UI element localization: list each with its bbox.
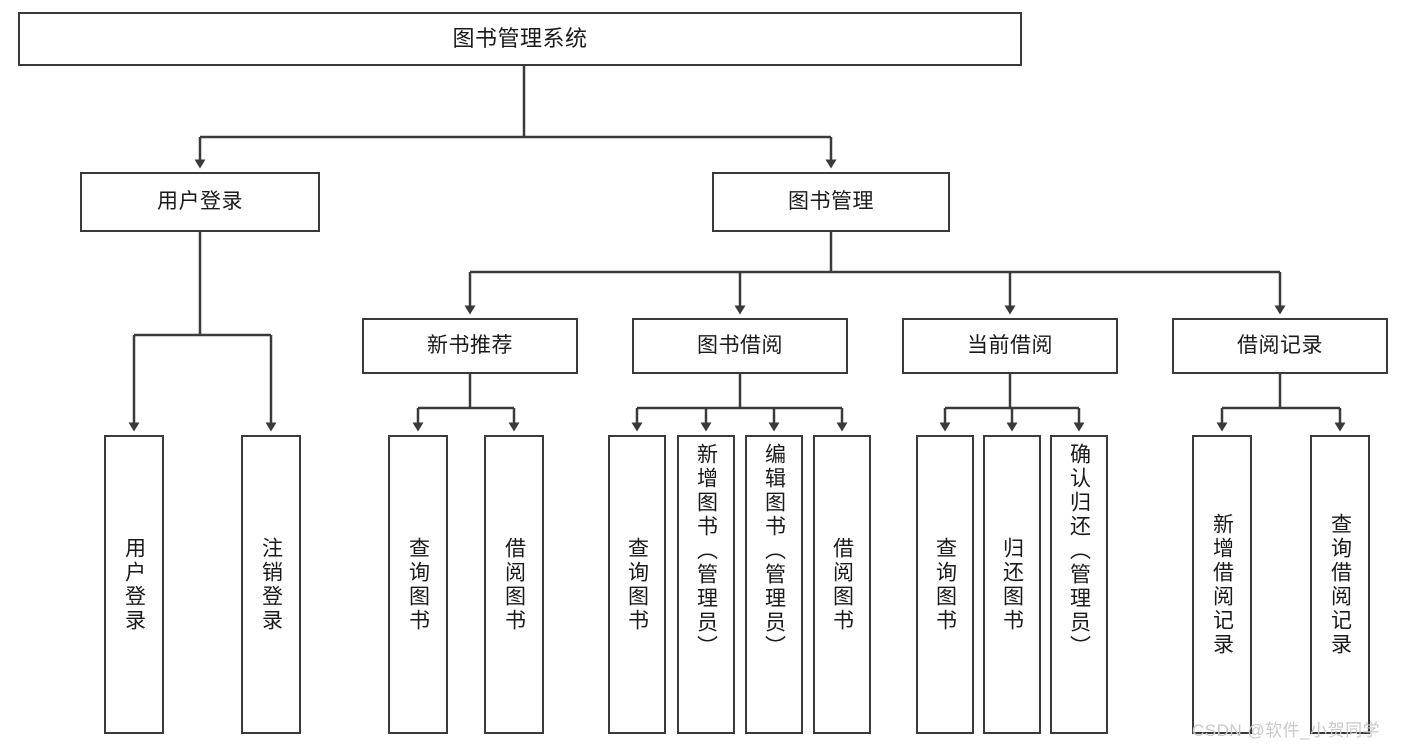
node-label: 查询图书 <box>625 536 649 633</box>
node-label: 归还图书 <box>1000 536 1024 633</box>
node-leaf-2: 查询图书 <box>388 435 448 734</box>
node-leaf-3: 借阅图书 <box>484 435 544 734</box>
node-leaf-12: 查询借阅记录 <box>1310 435 1370 734</box>
node-label: 图书管理 <box>788 190 874 214</box>
node-level2-3: 借阅记录 <box>1172 318 1388 374</box>
node-label: 查询图书 <box>933 536 957 633</box>
node-label: 借阅图书 <box>502 536 526 633</box>
node-leaf-10: 确认归还（管理员） <box>1050 435 1108 734</box>
node-leaf-9: 归还图书 <box>983 435 1041 734</box>
node-leaf-6: 编辑图书（管理员） <box>745 435 803 734</box>
node-label: 图书借阅 <box>697 334 783 358</box>
node-label: 新书推荐 <box>427 334 513 358</box>
node-level1-0: 用户登录 <box>80 172 320 232</box>
node-leaf-11: 新增借阅记录 <box>1192 435 1252 734</box>
node-leaf-4: 查询图书 <box>608 435 666 734</box>
node-level1-1: 图书管理 <box>712 172 950 232</box>
node-label: 新增图书（管理员） <box>694 443 718 659</box>
node-label: 用户登录 <box>157 190 243 214</box>
node-label: 编辑图书（管理员） <box>762 443 786 659</box>
node-level2-1: 图书借阅 <box>632 318 848 374</box>
node-root-system: 图书管理系统 <box>18 12 1022 66</box>
node-label: 用户登录 <box>122 536 146 633</box>
node-label: 确认归还（管理员） <box>1067 443 1091 659</box>
node-label: 借阅图书 <box>830 536 854 633</box>
node-label: 查询借阅记录 <box>1328 512 1352 657</box>
node-label: 注销登录 <box>259 536 283 633</box>
csdn-watermark: CSDN @软件_小贺同学 <box>1192 721 1381 740</box>
node-label: 当前借阅 <box>967 334 1053 358</box>
node-leaf-5: 新增图书（管理员） <box>677 435 735 734</box>
node-level2-0: 新书推荐 <box>362 318 578 374</box>
node-leaf-0: 用户登录 <box>104 435 164 734</box>
node-leaf-1: 注销登录 <box>241 435 301 734</box>
node-level2-2: 当前借阅 <box>902 318 1118 374</box>
node-leaf-8: 查询图书 <box>916 435 974 734</box>
node-label: 图书管理系统 <box>452 25 588 51</box>
node-label: 新增借阅记录 <box>1210 512 1234 657</box>
node-label: 查询图书 <box>406 536 430 633</box>
node-leaf-7: 借阅图书 <box>813 435 871 734</box>
node-label: 借阅记录 <box>1237 334 1323 358</box>
